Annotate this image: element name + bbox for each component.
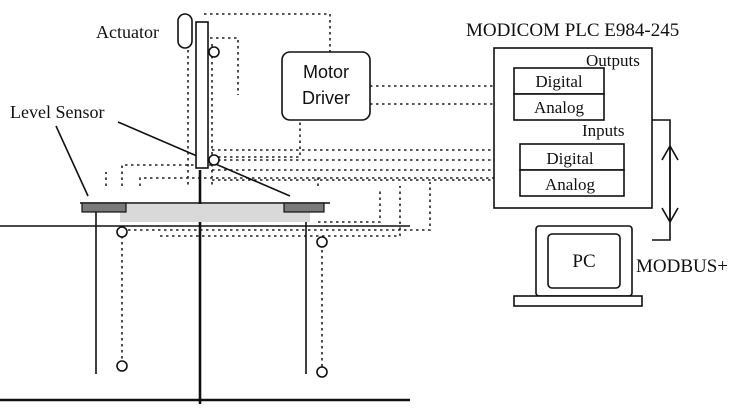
wire-bottom-1 — [122, 182, 431, 231]
wire-bottom-2 — [160, 186, 401, 237]
modbus-arrowhead-down — [661, 207, 679, 224]
level-sensor-left — [81, 202, 127, 213]
tank-plate — [120, 204, 310, 222]
node-sensor-right — [316, 236, 328, 248]
plc-output-analog-label: Analog — [534, 98, 585, 117]
level-sensor-right — [283, 202, 325, 213]
node-bottom-left — [116, 360, 128, 372]
plc-bracket — [652, 119, 671, 241]
wire-actuator-upper — [204, 37, 239, 95]
plc-output-analog-box — [513, 93, 605, 121]
pc-label: PC — [572, 251, 595, 272]
plc-input-analog-box — [519, 169, 625, 197]
plc-output-digital-label: Digital — [535, 72, 582, 91]
motor-driver-box — [281, 51, 371, 121]
plc-inputs-label: Inputs — [582, 121, 625, 140]
node-rod-mid — [208, 154, 220, 166]
plc-input-analog-label: Analog — [545, 175, 596, 194]
plc-outputs-label: Outputs — [586, 51, 640, 70]
pc-base — [513, 295, 643, 307]
plc-input-digital-label: Digital — [546, 149, 593, 168]
signal-wiring — [105, 13, 520, 368]
level-sensor-label: Level Sensor — [10, 102, 104, 122]
wire-sensor-left-up — [121, 164, 212, 186]
node-bottom-right — [316, 366, 328, 378]
actuator-body — [177, 13, 193, 49]
actuator-label: Actuator — [96, 22, 159, 42]
motor-driver-label-line2: Driver — [302, 88, 350, 108]
actuator-rod — [195, 21, 209, 169]
modbus-arrowhead-up — [661, 144, 679, 161]
wire-actuator-top — [204, 13, 331, 52]
node-sensor-left — [116, 226, 128, 238]
modbus-label: MODBUS+ — [636, 256, 728, 277]
node-rod-top — [208, 46, 220, 58]
wire-bottom-3 — [318, 188, 381, 223]
motor-driver-label-line1: Motor — [303, 62, 349, 82]
wire-actuator-driver — [212, 120, 301, 158]
level-sensor-leader-left — [55, 125, 89, 197]
pc-screen — [547, 233, 621, 289]
plc-title: MODICOM PLC E984-245 — [466, 20, 679, 41]
wire-input-5 — [139, 177, 520, 186]
